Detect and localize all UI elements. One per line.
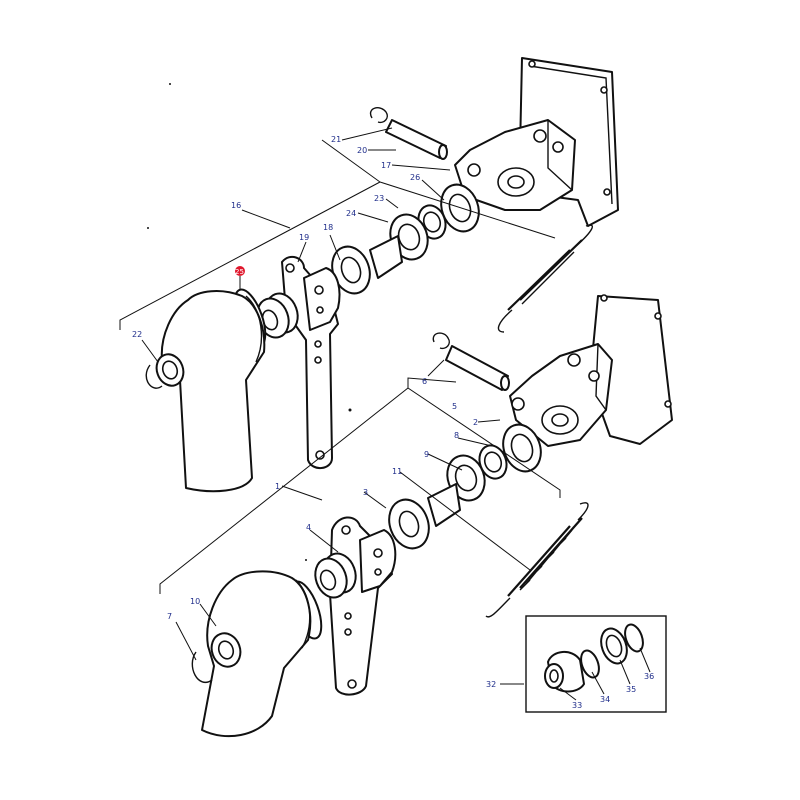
lower-pivot-pin bbox=[432, 332, 510, 391]
lower-lever-arm bbox=[329, 516, 397, 696]
callout-23: 23 bbox=[374, 194, 384, 203]
callout-11: 11 bbox=[392, 467, 402, 476]
upper-pivot-pin bbox=[369, 107, 448, 160]
inset-seal-kit bbox=[525, 615, 667, 713]
callout-22: 22 bbox=[132, 330, 142, 339]
callout-16: 16 bbox=[231, 201, 241, 210]
callout-18: 18 bbox=[323, 223, 333, 232]
callout-25-highlight bbox=[235, 266, 245, 276]
lower-tension-spring bbox=[485, 502, 589, 618]
callout-32: 32 bbox=[486, 680, 496, 689]
callout-10: 10 bbox=[190, 597, 200, 606]
callout-8: 8 bbox=[454, 431, 459, 440]
callout-2: 2 bbox=[473, 418, 478, 427]
callout-33: 33 bbox=[572, 701, 582, 710]
upper-circlip bbox=[145, 353, 185, 389]
upper-mounting-bracket bbox=[454, 57, 619, 227]
callout-35: 35 bbox=[626, 685, 636, 694]
upper-tension-spring bbox=[497, 224, 594, 333]
callout-26: 26 bbox=[410, 173, 420, 182]
callout-1: 1 bbox=[275, 482, 280, 491]
callout-3: 3 bbox=[363, 488, 368, 497]
lower-circlip bbox=[191, 632, 242, 683]
callout-6: 6 bbox=[422, 377, 427, 386]
lower-assembly bbox=[191, 294, 673, 738]
callout-24: 24 bbox=[346, 209, 356, 218]
callout-4: 4 bbox=[306, 523, 311, 532]
leader-lines bbox=[119, 127, 651, 701]
callout-34: 34 bbox=[600, 695, 610, 704]
scan-specks bbox=[147, 83, 352, 561]
callout-25: 25 bbox=[235, 268, 244, 276]
callout-5: 5 bbox=[452, 402, 457, 411]
lower-dust-cover bbox=[201, 570, 312, 738]
callout-7: 7 bbox=[167, 612, 172, 621]
lower-collar bbox=[314, 552, 357, 599]
callout-labels: 21 20 17 26 23 24 16 18 19 25 22 6 5 2 8… bbox=[132, 135, 654, 710]
upper-lever-arm bbox=[281, 255, 341, 469]
lower-mounting-bracket bbox=[509, 294, 673, 447]
upper-assembly bbox=[145, 57, 619, 493]
callout-9: 9 bbox=[424, 450, 429, 459]
callout-20: 20 bbox=[357, 146, 367, 155]
upper-dust-cover bbox=[160, 290, 266, 493]
callout-36: 36 bbox=[644, 672, 654, 681]
callout-17: 17 bbox=[381, 161, 391, 170]
callout-19: 19 bbox=[299, 233, 309, 242]
upper-hub bbox=[331, 235, 403, 295]
callout-21: 21 bbox=[331, 135, 341, 144]
